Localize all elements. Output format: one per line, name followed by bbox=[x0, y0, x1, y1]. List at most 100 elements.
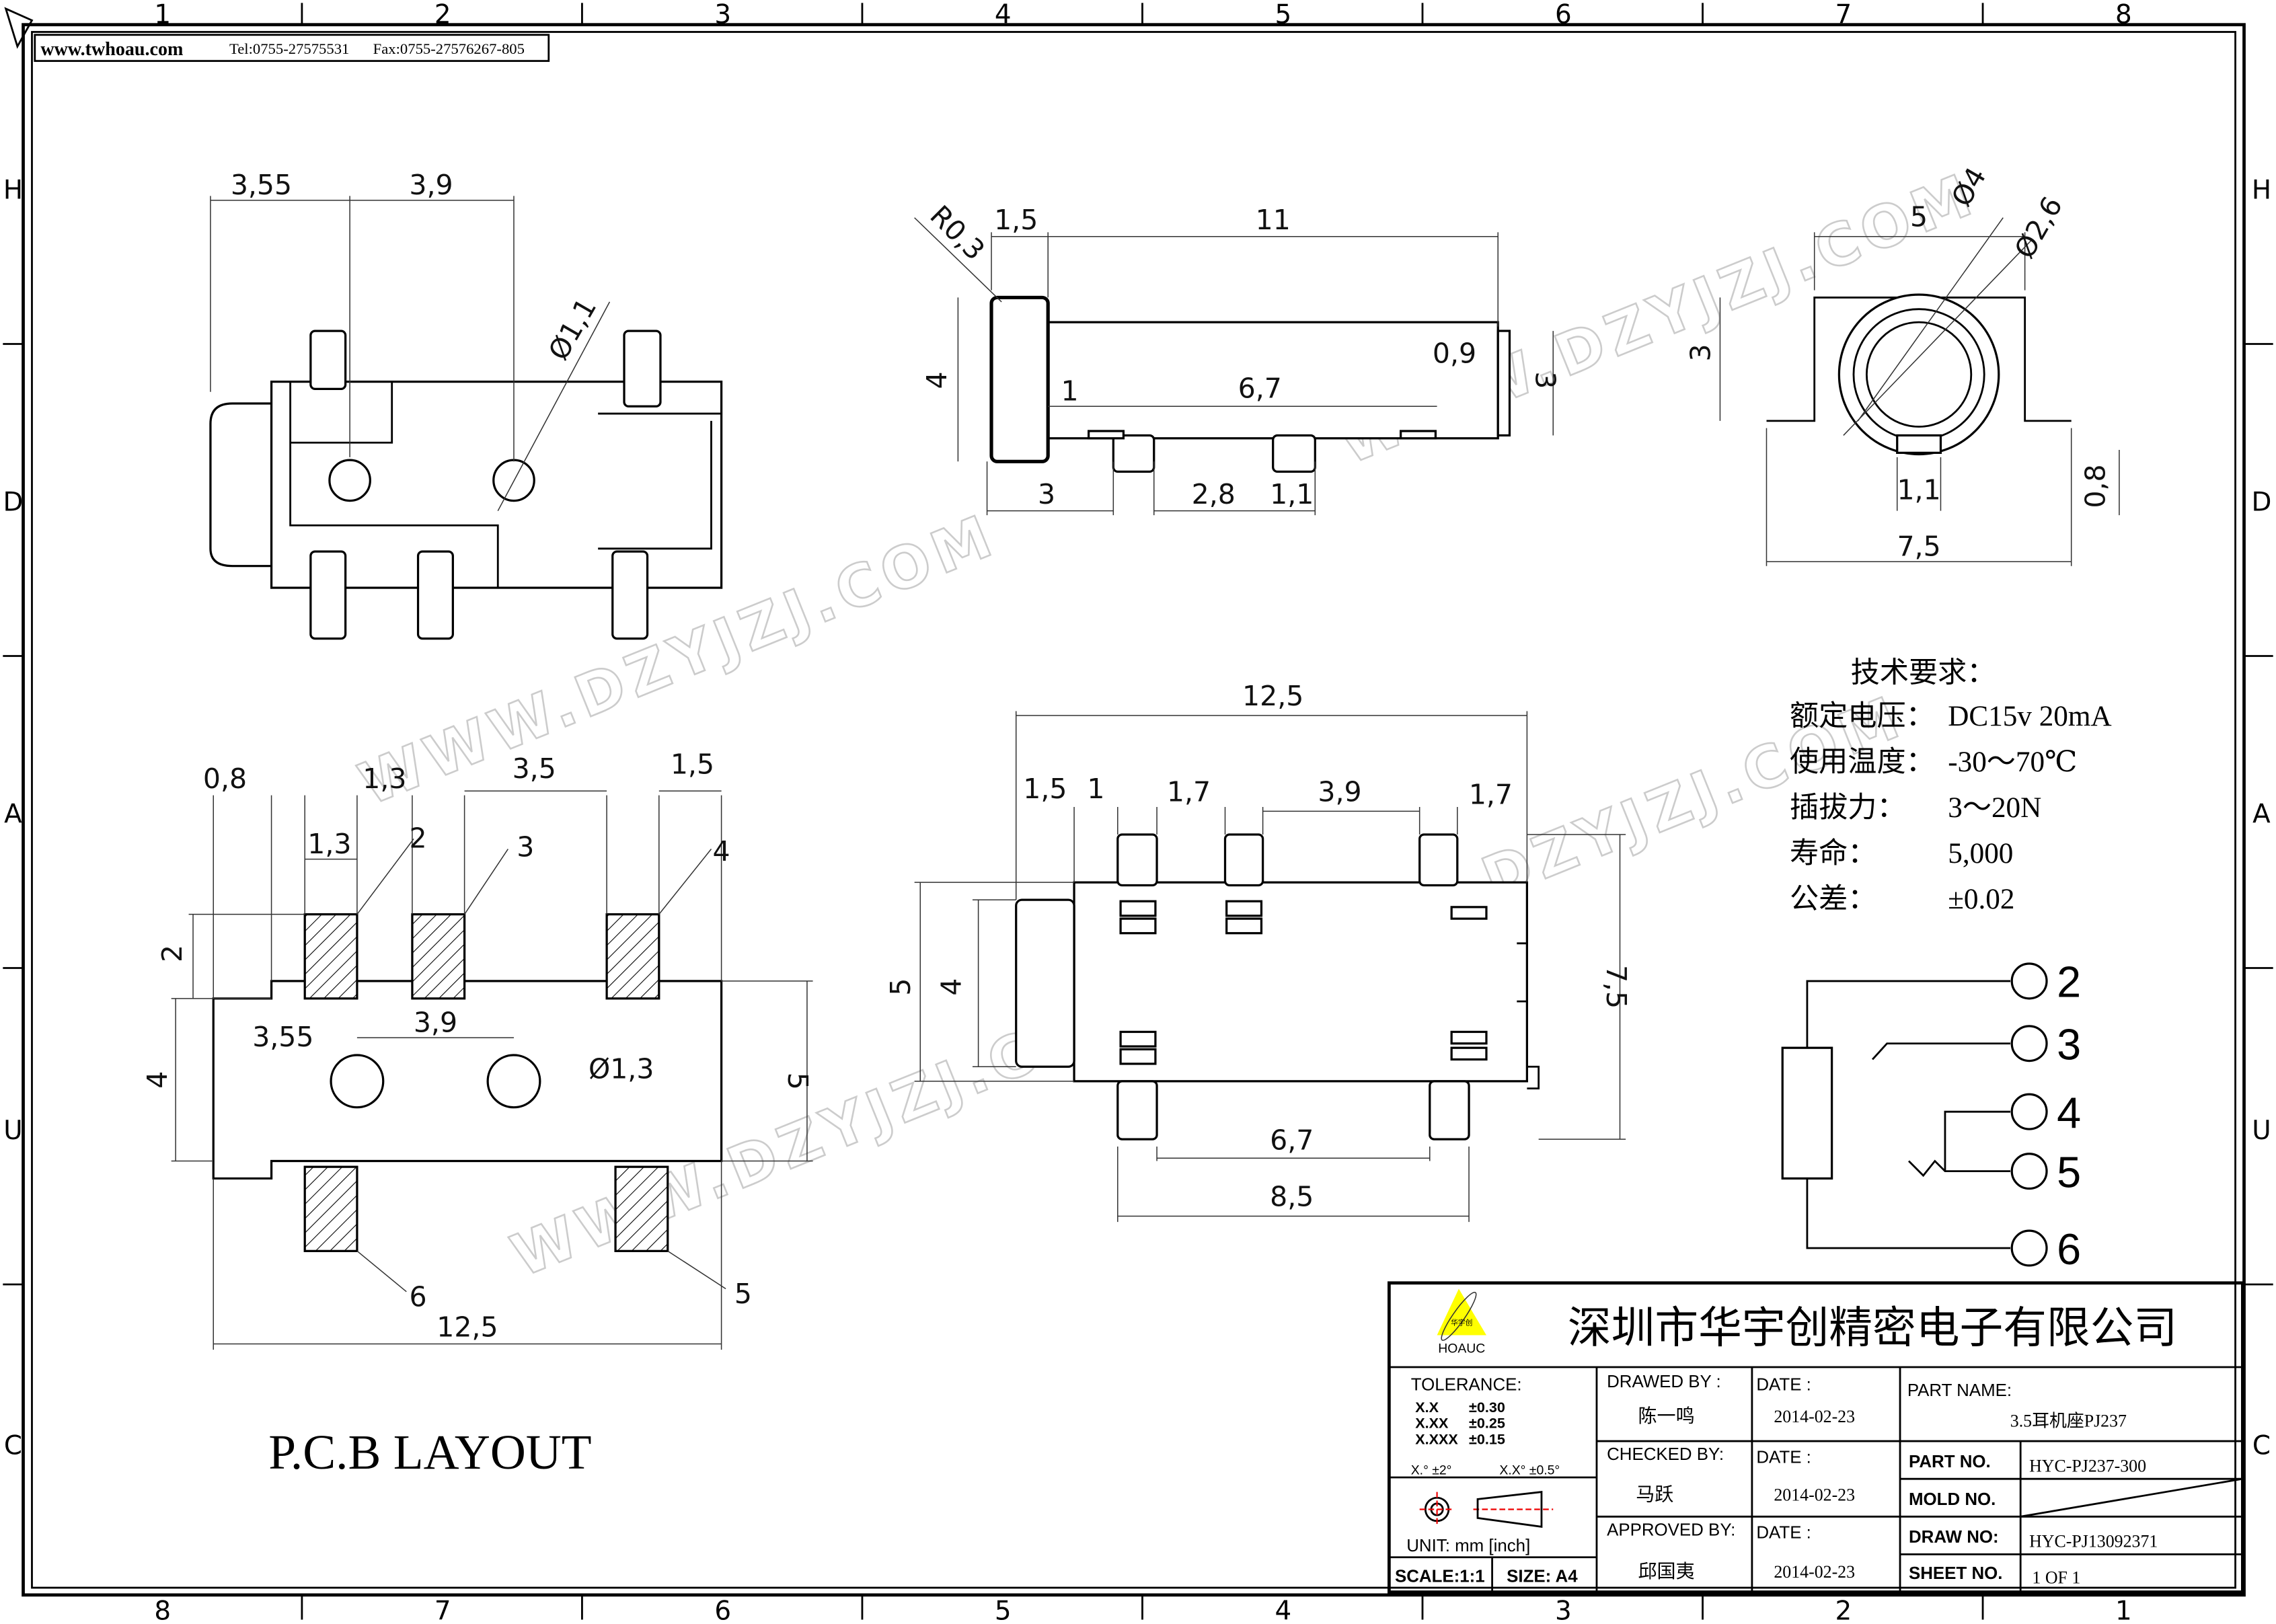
dimension-label: 0,9 bbox=[1433, 338, 1476, 370]
title-block: 华宇创 HOAUC 深圳市华宇创精密电子有限公司 TOLERANCE: X.X±… bbox=[1387, 1281, 2244, 1594]
front-view bbox=[1719, 217, 2120, 566]
pin-number: 5 bbox=[2057, 1147, 2081, 1196]
grid-column-label: 1 bbox=[2115, 1596, 2132, 1624]
dimension-label: 0,8 bbox=[203, 763, 247, 795]
grid-row-label: U bbox=[3, 1116, 22, 1146]
dimension-label: 11 bbox=[1256, 204, 1291, 236]
grid-column-label: 4 bbox=[995, 0, 1012, 30]
grid-column-label: 5 bbox=[1275, 0, 1291, 30]
tolerance-key: X.X bbox=[1415, 1399, 1439, 1416]
grid-row-label: H bbox=[3, 176, 23, 206]
pcb-layout-view: P.C.B LAYOUT bbox=[171, 790, 813, 1479]
dimension-label: 1 bbox=[1087, 773, 1104, 805]
checked-by: 马跃 bbox=[1636, 1485, 1673, 1506]
part-no-label: PART NO. bbox=[1909, 1453, 1991, 1471]
grid-row-label: A bbox=[2252, 800, 2271, 830]
dimension-label: 2 bbox=[410, 822, 427, 854]
dimension-label: 6,7 bbox=[1238, 372, 1282, 404]
tech-spec-label: 公差： bbox=[1790, 884, 1876, 915]
mold-no-label: MOLD NO. bbox=[1909, 1490, 1996, 1509]
dimension-label: 3,9 bbox=[1318, 775, 1361, 808]
dimension-label: 4 bbox=[141, 1071, 174, 1089]
tech-spec-value: 3～20N bbox=[1948, 792, 2041, 824]
logo-brand: HOAUC bbox=[1438, 1341, 1485, 1356]
dimension-label: 7,5 bbox=[1600, 965, 1632, 1009]
grid-column-label: 2 bbox=[434, 0, 451, 30]
date-label: DATE : bbox=[1756, 1524, 1811, 1543]
grid-column-label: 8 bbox=[154, 1596, 171, 1624]
tech-spec-value: DC15v 20mA bbox=[1948, 701, 2111, 732]
tolerance-title: TOLERANCE: bbox=[1411, 1376, 1522, 1395]
dimension-label: 1,3 bbox=[363, 763, 406, 795]
tolerance-value: ±0.15 bbox=[1469, 1430, 1505, 1447]
pcb-pad bbox=[303, 1165, 358, 1252]
dimension-label: 1,1 bbox=[1270, 478, 1314, 510]
pin-number: 2 bbox=[2057, 958, 2081, 1007]
dimension-label: Ø2,6 bbox=[2008, 191, 2069, 264]
pin-terminal-icon bbox=[2010, 1229, 2048, 1267]
dimension-label: 3 bbox=[1529, 371, 1561, 389]
contact-header: www.twhoau.com Tel:0755-27575531 Fax:075… bbox=[34, 34, 550, 63]
pcb-layout-label: P.C.B LAYOUT bbox=[268, 1425, 591, 1479]
dimension-label: 0,8 bbox=[2079, 464, 2111, 508]
technical-requirements: 技术要求： 额定电压：DC15v 20mA使用温度：-30～70℃插拔力：3～2… bbox=[1790, 657, 2112, 915]
date-value: 2014-02-23 bbox=[1774, 1562, 1855, 1582]
dimension-label: 5 bbox=[884, 978, 917, 996]
projection-symbol-icon bbox=[1419, 1491, 1554, 1529]
dimension-label: 4 bbox=[936, 978, 968, 996]
grid-row-label: A bbox=[4, 800, 22, 830]
tech-spec-value: ±0.02 bbox=[1948, 884, 2014, 915]
sheet-no-label: SHEET NO. bbox=[1909, 1564, 2002, 1583]
grid-column-label: 7 bbox=[434, 1596, 451, 1624]
pcb-pad bbox=[605, 913, 660, 1000]
dimension-label: 1,3 bbox=[307, 828, 351, 860]
dimension-label: Ø1,3 bbox=[589, 1053, 654, 1085]
website-text: www.twhoau.com bbox=[40, 39, 183, 60]
tech-spec-value: -30～70℃ bbox=[1948, 746, 2077, 778]
part-no: HYC-PJ237-300 bbox=[2029, 1456, 2146, 1475]
fax-text: Fax:0755-27576267-805 bbox=[373, 40, 525, 57]
dimension-label: 1,5 bbox=[671, 748, 714, 780]
grid-column-label: 3 bbox=[1555, 1596, 1572, 1624]
dimension-label: 3,5 bbox=[513, 752, 556, 785]
dimension-label: Ø1,1 bbox=[542, 293, 603, 365]
grid-row-label: C bbox=[2252, 1430, 2271, 1461]
grid-column-label: 5 bbox=[995, 1596, 1012, 1624]
grid-column-label: 3 bbox=[714, 0, 731, 30]
dimension-label: 12,5 bbox=[437, 1311, 498, 1344]
grid-row-label: D bbox=[3, 488, 23, 518]
bottom-view bbox=[914, 711, 1626, 1223]
dimension-label: 6 bbox=[410, 1280, 427, 1313]
pin-terminal-icon bbox=[2010, 962, 2048, 1000]
tech-title: 技术要求： bbox=[1851, 657, 1996, 689]
dimension-label: 1,7 bbox=[1167, 775, 1211, 808]
grid-row-label: D bbox=[2251, 488, 2271, 518]
company-logo: 华宇创 HOAUC bbox=[1437, 1288, 1486, 1356]
pin-number: 3 bbox=[2057, 1019, 2081, 1069]
dimension-label: 12,5 bbox=[1242, 680, 1303, 712]
dimension-label: 5 bbox=[734, 1278, 752, 1310]
dimension-label: 3 bbox=[517, 830, 534, 863]
tolerance-value: ±0.30 bbox=[1469, 1399, 1505, 1416]
top-view bbox=[209, 196, 723, 640]
pin-terminal-icon bbox=[2010, 1093, 2048, 1130]
dimension-label: 1,1 bbox=[1897, 473, 1940, 506]
pin-number: 4 bbox=[2057, 1088, 2081, 1137]
grid-column-label: 2 bbox=[1835, 1596, 1852, 1624]
date-label: DATE : bbox=[1756, 1448, 1811, 1467]
pin-terminal-icon bbox=[2010, 1025, 2048, 1062]
dimension-label: 6,7 bbox=[1270, 1124, 1314, 1156]
dimension-label: 3 bbox=[1038, 478, 1055, 510]
dimension-label: 5 bbox=[782, 1073, 814, 1090]
pcb-pad bbox=[303, 913, 358, 1000]
dimension-label: 2,8 bbox=[1192, 478, 1236, 510]
dimension-label: 3,9 bbox=[414, 1006, 457, 1038]
dimension-label: 7,5 bbox=[1897, 531, 1940, 563]
drawed-by-label: DRAWED BY : bbox=[1607, 1372, 1721, 1391]
logo-text: 华宇创 bbox=[1451, 1318, 1472, 1327]
dimension-label: 3,9 bbox=[409, 169, 453, 201]
